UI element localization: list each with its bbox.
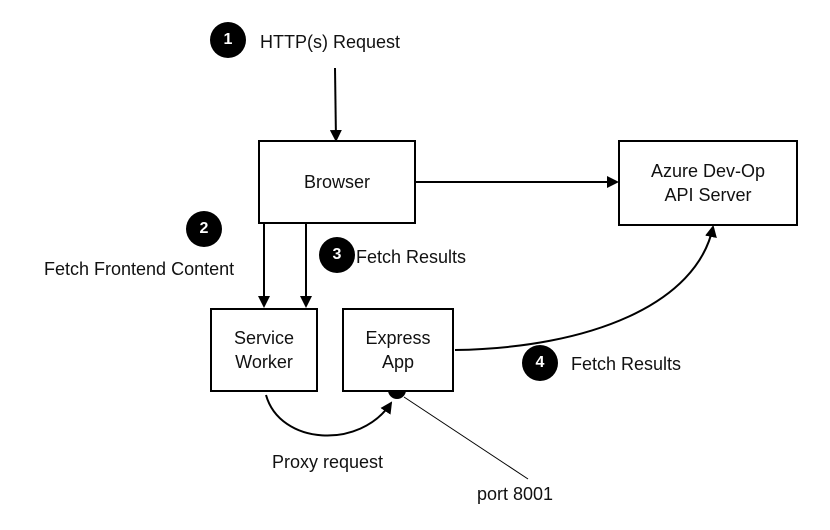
proxy-request-curved-arrow bbox=[265, 394, 393, 437]
proxy-request-label: Proxy request bbox=[272, 452, 384, 472]
port-label: port 8001 bbox=[477, 484, 554, 504]
step-4-badge: 4 bbox=[522, 345, 558, 381]
fetch-results-browser-label: Fetch Results bbox=[356, 247, 467, 267]
azure-api-server-box: Azure Dev-Op API Server bbox=[618, 140, 798, 226]
http-request-label: HTTP(s) Request bbox=[260, 32, 401, 52]
port-callout-line bbox=[403, 396, 529, 480]
browser-box: Browser bbox=[258, 140, 416, 224]
step-2-badge: 2 bbox=[186, 211, 222, 247]
service-worker-box: Service Worker bbox=[210, 308, 318, 392]
express-to-azure-curved-arrow bbox=[454, 225, 717, 351]
step-1-badge: 1 bbox=[210, 22, 246, 58]
request-arrow bbox=[329, 67, 342, 142]
step-3-badge: 3 bbox=[319, 237, 355, 273]
express-app-box: Express App bbox=[342, 308, 454, 392]
fetch-frontend-content-label: Fetch Frontend Content bbox=[44, 259, 235, 279]
fetch-results-api-label: Fetch Results bbox=[571, 354, 682, 374]
